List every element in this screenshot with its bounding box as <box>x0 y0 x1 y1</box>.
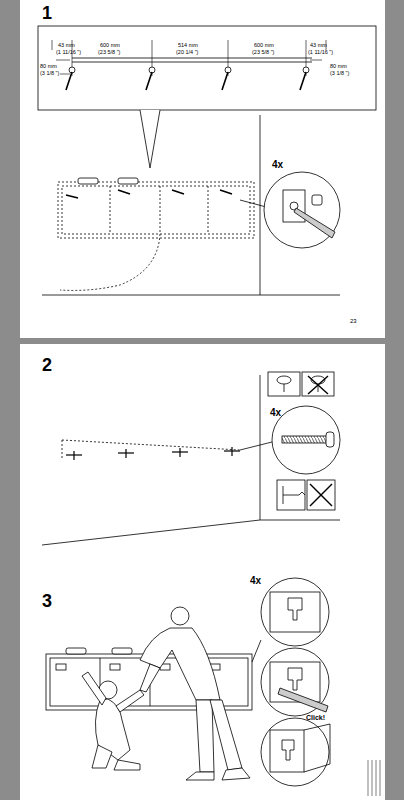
dimension-label: 43 mm <box>58 43 75 49</box>
step-number: 3 <box>42 592 52 610</box>
dimension-label: (3 1/8 ") <box>330 71 349 77</box>
dimension-label: (23 5/8 ") <box>252 50 274 56</box>
dimension-label: (1 11/16 ") <box>308 50 333 56</box>
dimension-label: 600 mm <box>254 43 274 49</box>
dimension-label: 43 mm <box>310 43 327 49</box>
dimension-label: 514 mm <box>178 43 198 49</box>
click-note: Click! <box>306 714 325 721</box>
dimension-label: (1 11/16 ") <box>56 50 81 56</box>
dimension-label: (20 1/4 ") <box>176 50 198 56</box>
dimension-label: (3 1/8 ") <box>40 71 59 77</box>
quantity-label: 4x <box>250 576 261 586</box>
dimension-label: 600 mm <box>100 43 120 49</box>
dimension-label: 80 mm <box>40 64 57 70</box>
dimension-label: (23 5/8 ") <box>98 50 120 56</box>
quantity-label: 4x <box>272 160 283 170</box>
step-number: 1 <box>42 4 52 22</box>
step-number: 2 <box>42 356 52 374</box>
quantity-label: 4x <box>270 408 281 418</box>
page-number: 23 <box>350 318 357 324</box>
dimension-label: 80 mm <box>330 64 347 70</box>
